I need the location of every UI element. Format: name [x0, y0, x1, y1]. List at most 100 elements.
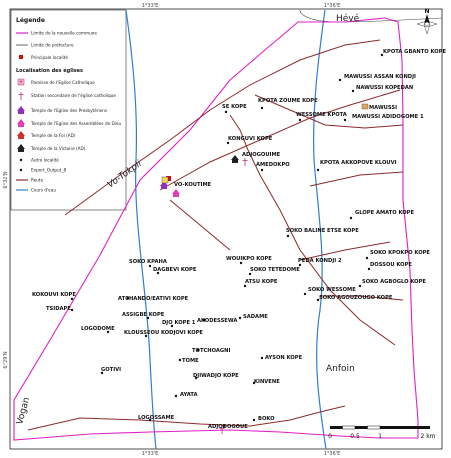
- bottom-tick-2: 1°36'E: [324, 451, 341, 457]
- road-vokoutime-south: [169, 199, 231, 251]
- label-tome: TOME: [182, 358, 199, 364]
- label-klousseou-kodjovi-kope: KLOUSSEOU KODJOVI KOPE: [124, 330, 203, 336]
- legend-church-parish: Paroisse de l'Eglise Catholique: [31, 80, 95, 85]
- legend-other-locality: Autre localité: [31, 158, 59, 163]
- label-boko: BOKO: [258, 416, 275, 422]
- label-kongui-kope: KONGUVI KOPE: [228, 136, 273, 142]
- bottom-tick-1: 1°33'E: [142, 451, 159, 457]
- label-totchoagni: TOTCHOAGNI: [192, 348, 231, 354]
- label-ayson-kope: AYSON KOPE: [265, 355, 303, 361]
- map-frame: [9, 8, 443, 450]
- road-east-a: [309, 171, 404, 187]
- legend-faith-icon: [17, 131, 25, 139]
- legend-assemblies-icon: [17, 119, 25, 127]
- legend-church-presbyterian: Temple de l'Eglise des Presbytériens: [30, 108, 107, 113]
- river-east: [313, 9, 327, 450]
- label-logossame: LOGOSSAME: [138, 415, 175, 421]
- region-heve: Hévé: [336, 13, 360, 24]
- parish-church-icon: [161, 176, 169, 184]
- label-kpota-zoume-kope: KPOTA ZOUME KOPE: [258, 98, 318, 104]
- station-cross-icon: [242, 158, 248, 166]
- scale-tick-0: 0: [328, 433, 332, 440]
- label-ayata: AYATA: [180, 392, 198, 398]
- label-soko-kpaha: SOKO KPAHA: [129, 259, 167, 265]
- presbyterian-temple-icon: [160, 181, 168, 189]
- legend-item-commune: Limite de la nouvelle commune: [31, 31, 97, 36]
- north-label: N: [424, 8, 429, 15]
- legend: Légende Limite de la nouvelle commune Li…: [10, 9, 127, 211]
- legend-station-icon: [18, 92, 24, 100]
- scale-seg-2: [342, 425, 356, 430]
- legend-title: Légende: [16, 17, 45, 24]
- label-kpota-akkopove-klouvi: KPOTA AKKOPOVE KLOUVI: [320, 160, 397, 166]
- scale-tick-2: 2 km: [420, 433, 435, 440]
- label-soko-agouzougo-kope: SOKO AGOUZOUGO KOPE: [319, 295, 393, 301]
- label-dagbevi-kope: DAGBEVI KOPE: [153, 267, 197, 273]
- top-tick-1: 1°33'E: [142, 3, 159, 9]
- left-tick-2: 6°29'N: [3, 351, 9, 368]
- label-soko-kpokpo-kope: SOKO KPOKPO KOPE: [370, 250, 430, 256]
- road-south: [27, 405, 346, 431]
- adjodogoue-station-icon: [219, 426, 225, 434]
- scale-seg-4: [367, 425, 381, 430]
- legend-river: Cours d'eau: [31, 188, 56, 193]
- legend-church-parish-icon: [17, 78, 25, 86]
- legend-route: Route: [31, 178, 44, 183]
- road-vokoutime-east: [159, 89, 401, 191]
- legend-victory-icon: [17, 144, 25, 152]
- label-glope-amato-kope: GLOPE AMATO KOPE: [355, 210, 414, 216]
- label-kinvene: KINVENE: [254, 379, 280, 385]
- region-anfoin: Anfoin: [326, 364, 355, 374]
- scale-seg-1: [330, 426, 343, 429]
- label-vo-koutime: VO-KOUTIME: [174, 182, 212, 188]
- label-adjogouime: ADJOGOUIME: [242, 152, 281, 158]
- label-mawussi-adidogome: MAWUSSI ADIDOGOME 1: [352, 114, 424, 120]
- mawussi-church-icon: [361, 103, 369, 110]
- label-atsu-kope: ATSU KOPE: [245, 279, 278, 285]
- label-soko-tetedome: SOKO TETEDOME: [250, 267, 300, 273]
- legend-churches-title: Localisation des églises: [16, 67, 83, 74]
- label-djiwadjo-kope: DJIWADJO KOPE: [193, 373, 239, 379]
- label-peda-kondji-2: PEDA KONDJI 2: [298, 258, 342, 264]
- legend-church-victory: Temple de la Victoire (AD): [30, 146, 86, 151]
- legend-export-icon: [19, 168, 23, 172]
- label-kpota-gbanto-kope: KPOTA GBANTO KOPE: [383, 49, 447, 55]
- label-atchandofeatiyi-kope: ATCHANDO/EATIVI KOPE: [118, 296, 189, 302]
- scale-tick-05: 0.5: [350, 433, 360, 440]
- label-adjodogoue: ADJODOGOUE: [208, 424, 248, 430]
- label-mawussi: MAWUSSI: [369, 105, 397, 111]
- label-se-kope: SE KOPE: [222, 104, 247, 110]
- label-akodessewa: AKODESSEWA: [197, 318, 237, 324]
- legend-other-locality-icon: [19, 158, 23, 162]
- victory-temple-icon: [231, 155, 239, 163]
- label-soko-wessome: SOKO WESSOME: [308, 287, 356, 293]
- label-kokouvi-kope: KOKOUVI KOPE: [32, 292, 76, 298]
- road-east-b: [299, 241, 391, 261]
- label-logodome: LOGODOME: [81, 326, 115, 332]
- legend-item-main-locality: Principale localité: [31, 55, 68, 60]
- left-tick-1: 6°32'N: [3, 171, 9, 188]
- road-east-c: [320, 295, 404, 301]
- legend-church-station: Station secondaire de l'église catholiqu…: [31, 93, 116, 98]
- road-central-south: [229, 114, 396, 346]
- label-gotivi: GOTIVI: [101, 367, 121, 373]
- label-soko-baline-etse-kope: SOKO BALINE ETSE KOPE: [286, 228, 359, 234]
- river-west: [125, 9, 157, 450]
- locality-dots: [70, 53, 384, 428]
- label-amedokpo: AMEDOKPO: [256, 162, 290, 168]
- legend-box: [10, 9, 127, 211]
- legend-church-faith: Temple de la Foi (AD): [30, 133, 76, 138]
- label-wouikpo-kope: WOUIKPO KOPE: [226, 256, 272, 262]
- legend-item-prefecture: Limite de préfecture: [31, 43, 74, 48]
- principal-locality-marker: [166, 176, 171, 181]
- legend-church-assemblies: Temple de l'Eglise des Assemblées de Die…: [30, 121, 121, 126]
- road-northeast: [254, 94, 404, 129]
- commune-boundary: [13, 17, 419, 441]
- label-djo-kope-1: DJO KOPE 1: [162, 320, 196, 326]
- label-mawussi-assan-kondji: MAWUSSI ASSAN KONDJI: [344, 74, 416, 80]
- legend-export: Export_Output_8: [31, 168, 66, 173]
- label-soko-agboglo-kope: SOKO AGBOGLO KOPE: [362, 279, 426, 285]
- north-arrow-icon: N: [416, 8, 438, 35]
- legend-presbyterian-icon: [17, 106, 25, 114]
